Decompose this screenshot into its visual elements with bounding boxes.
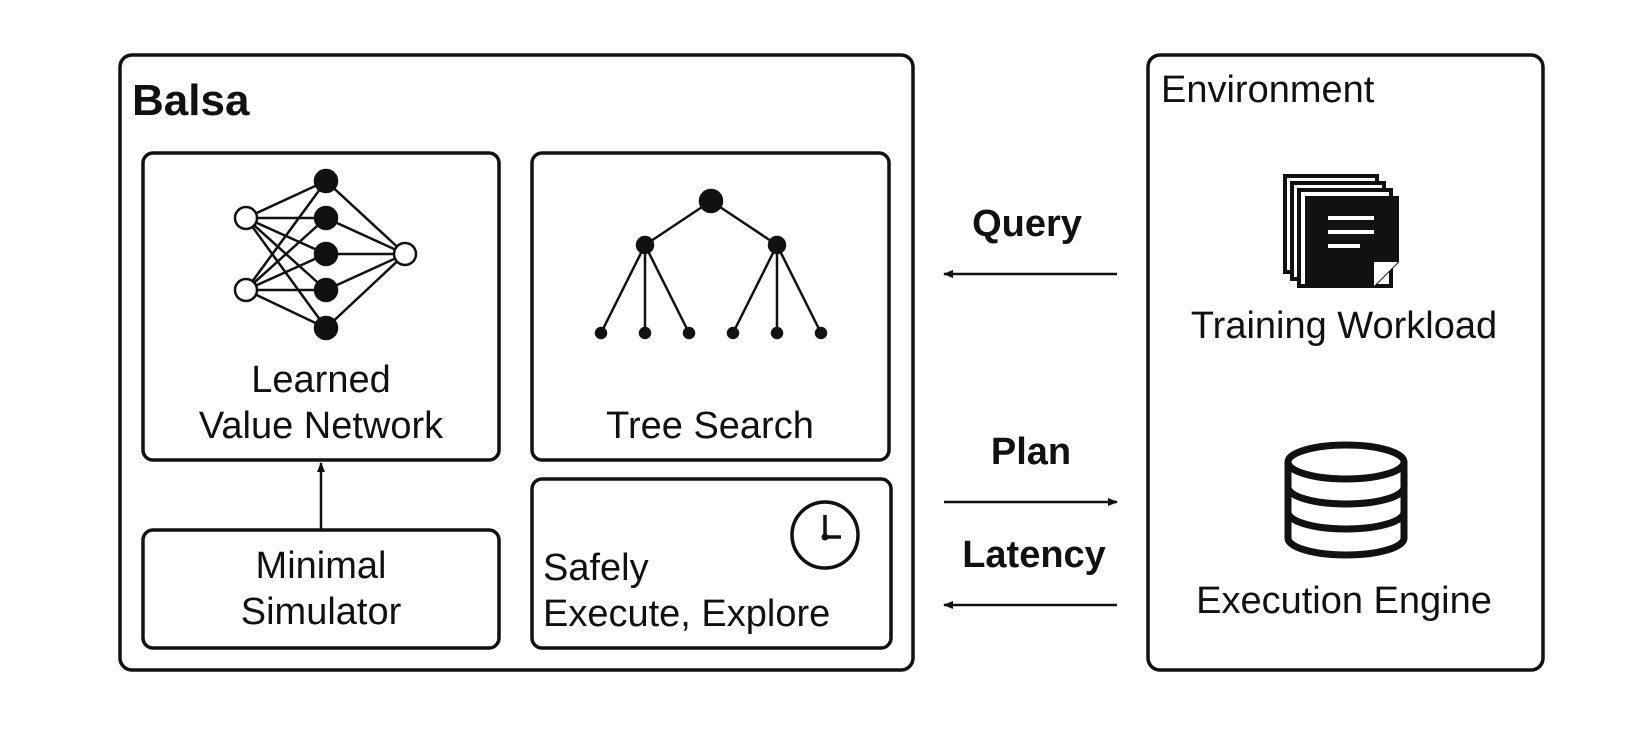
- documents-icon: [1283, 174, 1399, 288]
- environment-panel-border: [1146, 53, 1545, 672]
- query-flow: Query: [943, 203, 1117, 278]
- tree-search-box: Tree Search: [530, 151, 891, 462]
- value-network-box: Learned Value Network: [141, 151, 501, 462]
- value-network-label-line2: Value Network: [199, 405, 444, 447]
- value-network-border: [141, 151, 501, 462]
- tree-icon: [594, 188, 828, 340]
- simulator-label-line2: Simulator: [241, 591, 402, 633]
- execution-engine: Execution Engine: [1196, 441, 1492, 622]
- query-label: Query: [972, 203, 1082, 245]
- plan-label: Plan: [991, 431, 1071, 473]
- latency-flow: Latency: [943, 534, 1117, 609]
- safe-execution-label-line1: Safely: [543, 547, 649, 589]
- balsa-title: Balsa: [132, 76, 250, 125]
- clock-icon: [790, 500, 860, 570]
- safe-execution-border: [530, 477, 893, 650]
- value-network-label-line1: Learned: [251, 359, 390, 401]
- environment-title: Environment: [1161, 69, 1375, 111]
- neural-network-icon: [233, 168, 418, 341]
- safe-execution-label-line2: Execute, Explore: [543, 593, 830, 635]
- environment-panel: Environment: [1146, 53, 1545, 672]
- training-workload: Training Workload: [1191, 174, 1497, 347]
- balsa-panel: Balsa: [118, 53, 915, 672]
- training-workload-label: Training Workload: [1191, 305, 1497, 347]
- database-icon: [1284, 441, 1408, 559]
- plan-flow: Plan: [944, 431, 1118, 506]
- simulator-label-line1: Minimal: [256, 545, 387, 587]
- execution-engine-label: Execution Engine: [1196, 580, 1492, 622]
- safe-execution-box: Safely Execute, Explore: [530, 477, 893, 650]
- latency-label: Latency: [962, 534, 1106, 576]
- tree-search-border: [530, 151, 891, 462]
- simulator-box: Minimal Simulator: [141, 528, 501, 650]
- tree-search-label: Tree Search: [606, 405, 814, 447]
- balsa-panel-border: [118, 53, 915, 672]
